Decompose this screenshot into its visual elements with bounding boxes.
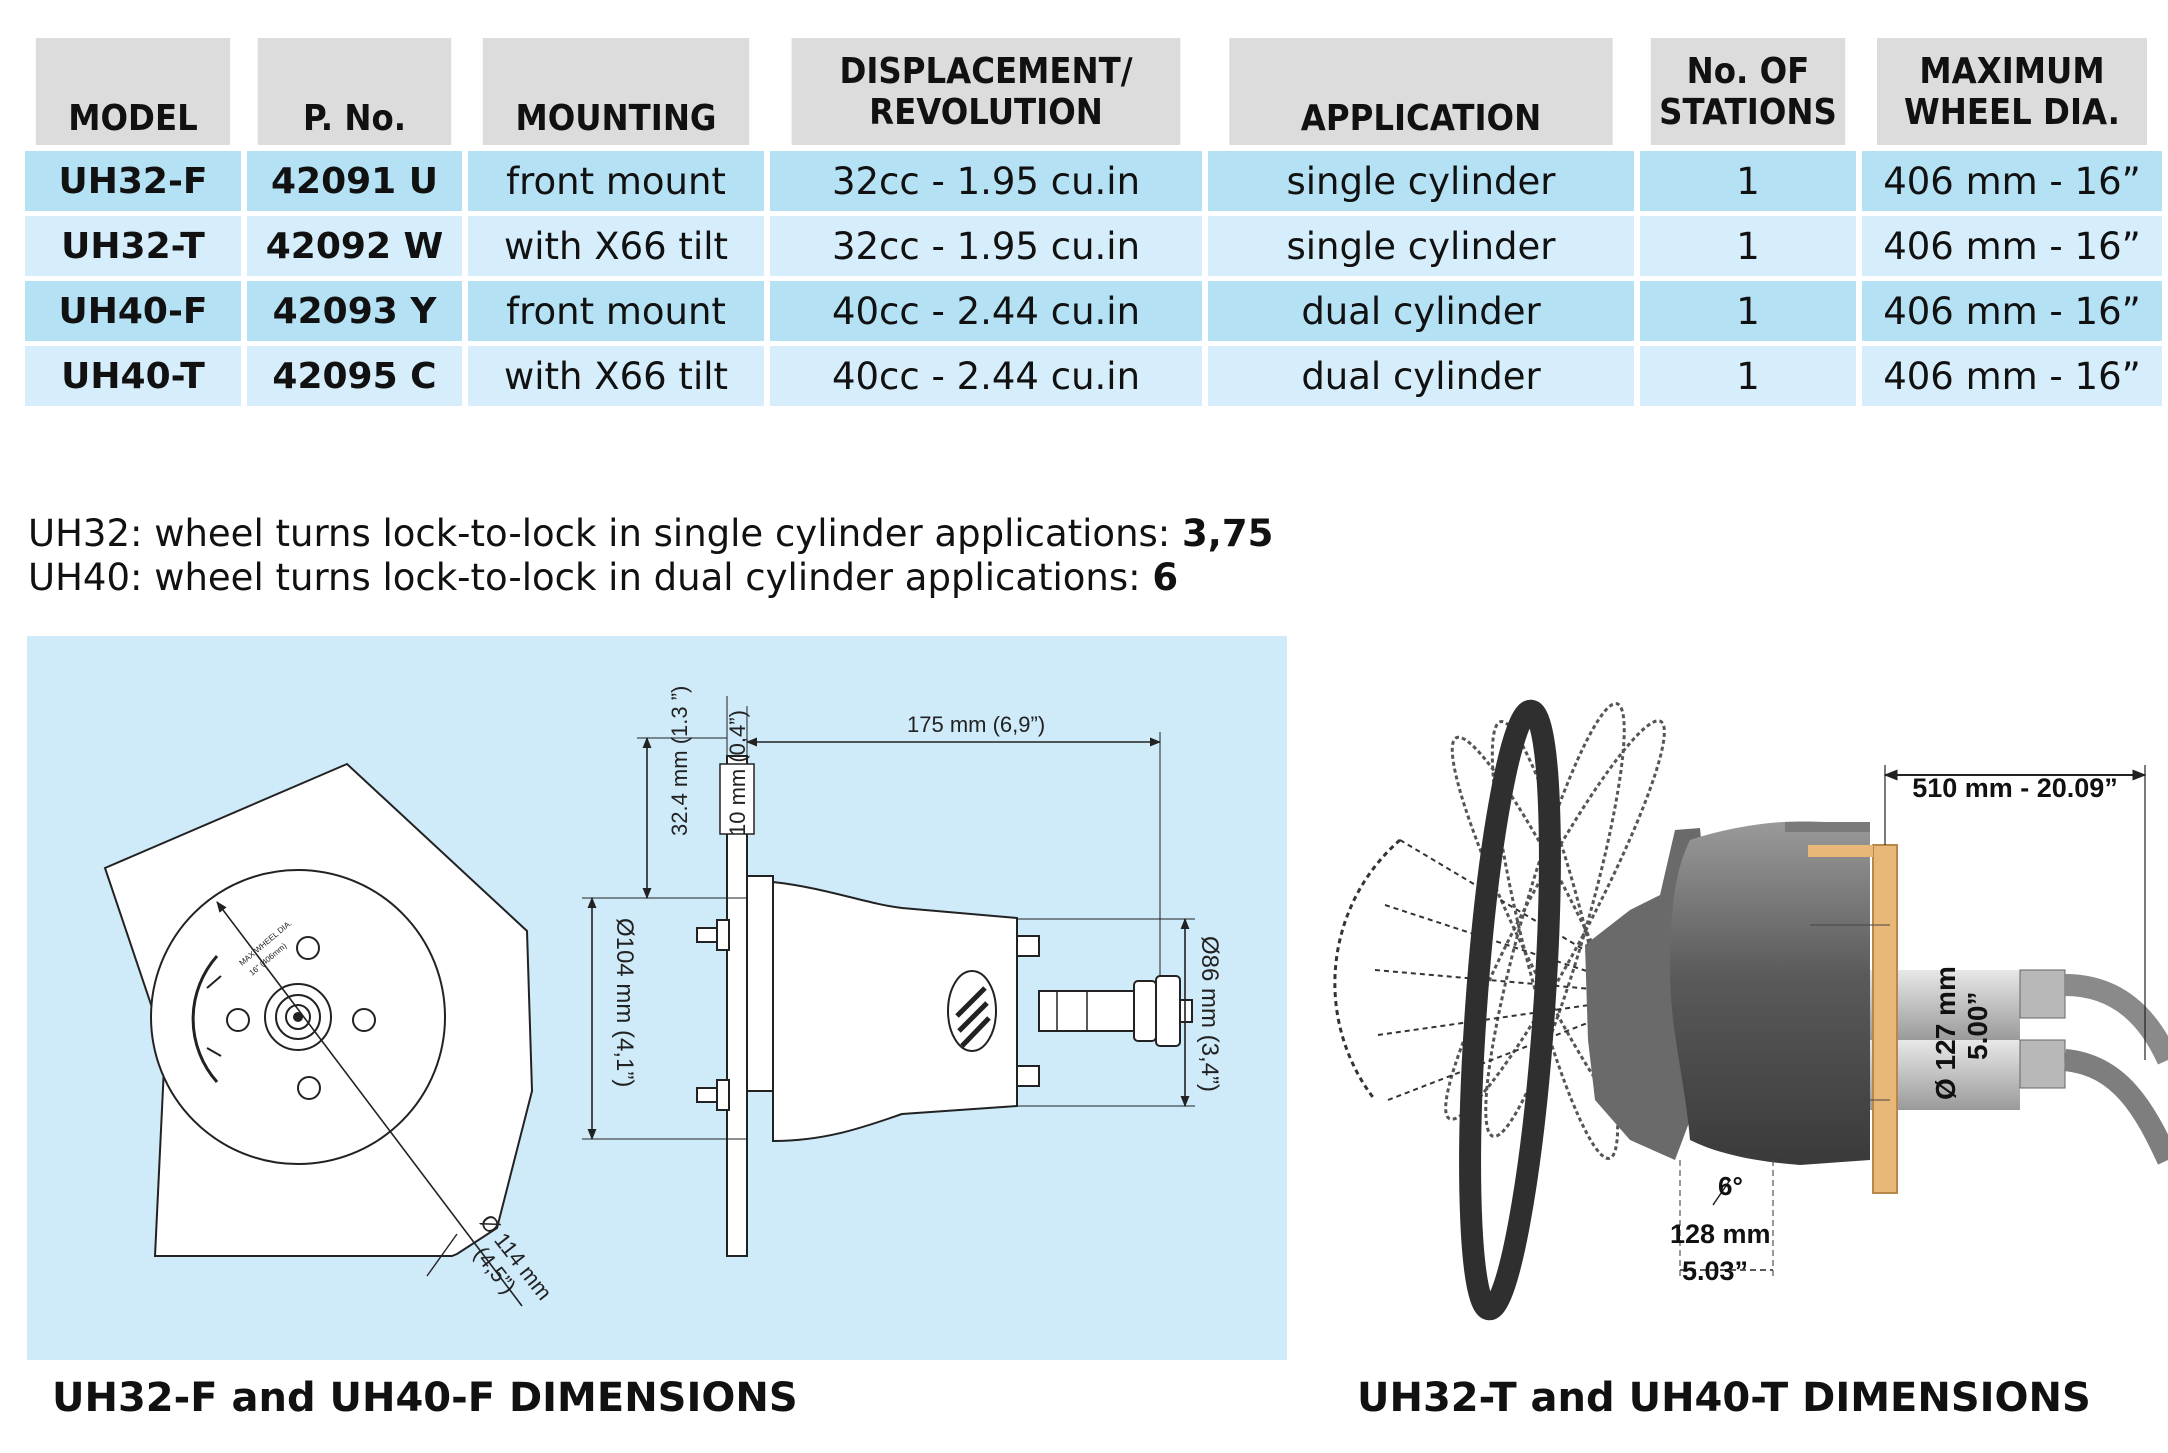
header-part-number: P. No. [257, 38, 452, 145]
table-cell-stations: 1 [1640, 346, 1856, 406]
table-cell-part-number: 42091 U [247, 151, 462, 211]
table-cell-max-wheel: 406 mm - 16” [1862, 346, 2162, 406]
table-cell-mounting: with X66 tilt [468, 346, 764, 406]
bolt [297, 1076, 321, 1100]
header-model: MODEL [35, 38, 231, 145]
hydraulic-fitting [2019, 969, 2066, 1019]
bolt [352, 1008, 376, 1032]
flange-diameter-label: Ø104 mm (4,1”) [611, 918, 638, 1087]
front-mount-caption: UH32-F and UH40-F DIMENSIONS [52, 1375, 798, 1421]
table-cell-model: UH32-T [25, 216, 241, 276]
header-mounting: MOUNTING [482, 38, 750, 145]
overall-length-label: 510 mm - 20.09” [1912, 773, 2118, 803]
hydraulic-hose [2064, 974, 2168, 1065]
table-cell-application: dual cylinder [1208, 281, 1634, 341]
tilt-mount-dimension-drawing: 510 mm - 20.09” Ø 127 mm 5.00” 6° 128 mm… [1330, 640, 2168, 1360]
table-cell-model: UH40-F [25, 281, 241, 341]
note-uh40-turns: UH40: wheel turns lock-to-lock in dual c… [28, 556, 1179, 599]
table-cell-part-number: 42095 C [247, 346, 462, 406]
table-cell-max-wheel: 406 mm - 16” [1862, 281, 2162, 341]
length-dimension-label: 175 mm (6,9”) [907, 712, 1045, 737]
tilt-angle-label: 6° [1718, 1171, 1743, 1201]
table-cell-mounting: front mount [468, 281, 764, 341]
table-cell-stations: 1 [1640, 281, 1856, 341]
header-displacement: DISPLACEMENT/REVOLUTION [791, 38, 1181, 145]
table-cell-mounting: with X66 tilt [468, 216, 764, 276]
table-cell-part-number: 42092 W [247, 216, 462, 276]
mount-depth-label: 128 mm [1670, 1219, 1771, 1249]
front-mount-dimension-drawing: MAX WHEEL DIA. 16” (406mm) Ø 114 mm (4,5… [27, 636, 1287, 1360]
table-cell-mounting: front mount [468, 151, 764, 211]
hydraulic-fitting [2019, 1039, 2066, 1089]
table-cell-max-wheel: 406 mm - 16” [1862, 151, 2162, 211]
table-cell-max-wheel: 406 mm - 16” [1862, 216, 2162, 276]
table-cell-displacement: 32cc - 1.95 cu.in [770, 151, 1202, 211]
cutout-diameter-inch-label: 5.00” [1962, 992, 1993, 1061]
table-cell-part-number: 42093 Y [247, 281, 462, 341]
body-diameter-label: Ø86 mm (3,4”) [1196, 936, 1223, 1092]
table-cell-application: dual cylinder [1208, 346, 1634, 406]
brand-logo-icon [947, 970, 997, 1052]
tilt-mount-caption: UH32-T and UH40-T DIMENSIONS [1357, 1375, 2091, 1421]
stud-length-label: 32.4 mm (1.3 ”) [667, 686, 692, 836]
spec-table: MODEL P. No. MOUNTING DISPLACEMENT/REVOL… [25, 38, 2165, 410]
mounting-plate [1872, 844, 1898, 1194]
hydraulic-hose [2063, 1049, 2168, 1165]
table-cell-stations: 1 [1640, 151, 1856, 211]
tilt-wheel-outline [1444, 702, 1666, 1160]
table-cell-application: single cylinder [1208, 216, 1634, 276]
table-cell-model: UH32-F [25, 151, 241, 211]
table-cell-displacement: 32cc - 1.95 cu.in [770, 216, 1202, 276]
plate-thickness-label: 10 mm (0,4”) [725, 710, 750, 836]
table-cell-model: UH40-T [25, 346, 241, 406]
note-uh32-turns: UH32: wheel turns lock-to-lock in single… [28, 512, 1274, 555]
bolt [226, 1008, 250, 1032]
table-cell-stations: 1 [1640, 216, 1856, 276]
header-application: APPLICATION [1229, 38, 1613, 145]
steering-wheel [1459, 699, 1561, 1321]
table-cell-displacement: 40cc - 2.44 cu.in [770, 346, 1202, 406]
bolt [296, 936, 320, 960]
mount-depth-inch-label: 5.03” [1682, 1256, 1748, 1286]
cutout-diameter-label: Ø 127 mm [1930, 966, 1961, 1100]
tilt-arc [1333, 838, 1401, 1101]
table-cell-application: single cylinder [1208, 151, 1634, 211]
table-cell-displacement: 40cc - 2.44 cu.in [770, 281, 1202, 341]
